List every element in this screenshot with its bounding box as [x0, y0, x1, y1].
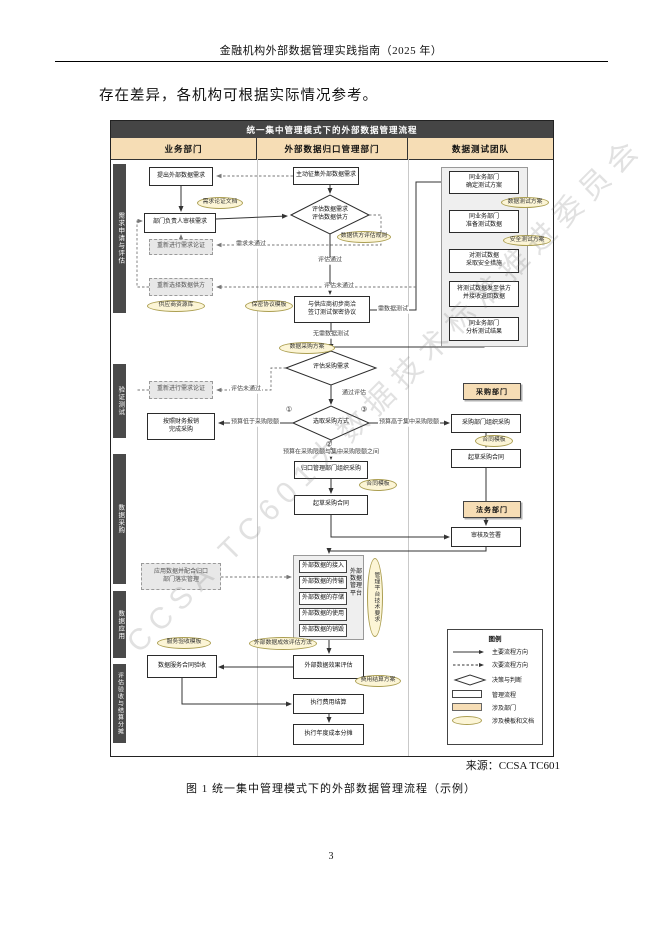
- doc-settlement-plan: 费用结算方案: [355, 675, 401, 687]
- edge-label-eval-pass: 评估通过: [316, 257, 344, 265]
- legend-row-main-flow: 主要流程方向: [452, 647, 538, 656]
- node-secure-test-data: 对测试数据 采取安全措施: [449, 249, 519, 273]
- column-business: 业务部门: [111, 138, 257, 159]
- dashed-arrow-icon: [452, 661, 488, 669]
- platform-item-transfer: 外部数据的传输: [299, 576, 347, 589]
- column-centralized-mgmt: 外部数据归口管理部门: [257, 138, 408, 159]
- node-review-and-sign: 审核及签署: [451, 527, 521, 547]
- legend-row-decision: 决策与判断: [452, 674, 538, 686]
- node-draft-contract-right: 起草采购合同: [451, 449, 521, 468]
- platform-item-usage: 外部数据的使用: [299, 608, 347, 621]
- marker-circle-2: ②: [325, 441, 333, 449]
- node-contract-acceptance: 数据服务合同验收: [147, 655, 217, 678]
- node-reimburse-procure: 按照财务报销 完成采购: [147, 413, 215, 440]
- node-execute-settlement: 执行费用结算: [293, 694, 364, 714]
- column-divider-2: [408, 159, 409, 756]
- flowchart-title: 统一集中管理模式下的外部数据管理流程: [111, 121, 553, 138]
- node-prepare-test-data: 同业务部门 准备测试数据: [449, 210, 519, 233]
- node-redo-justification: 重新进行需求论证: [149, 239, 213, 255]
- legend-row-secondary-flow: 次要流程方向: [452, 660, 538, 669]
- edge-label-no-test: 无需数据测试: [311, 331, 351, 339]
- doc-effect-eval-method: 外部数据成效评估方法: [249, 637, 317, 650]
- edge-label-budget-high: 预算高于集中采购限额: [377, 419, 441, 427]
- node-test-plan-confirm: 同业务部门 确定测试方案: [449, 171, 519, 194]
- node-apply-data: 应用数据并配合归口 部门落实管理: [141, 563, 221, 590]
- edge-label-eval-fail-1: 评估未通过: [322, 283, 356, 291]
- node-reselect-supplier: 重新选择数据供方: [149, 278, 213, 296]
- solid-arrow-icon: [452, 648, 488, 656]
- phase-acceptance-settlement: 评估验收与结算分摊: [113, 664, 126, 743]
- doc-nda-template: 保密协议模板: [245, 300, 293, 312]
- legend-row-department: 涉及部门: [452, 703, 538, 712]
- template-oval-icon: [452, 716, 488, 726]
- edge-label-need-test: 需数据测试: [376, 306, 410, 314]
- node-effect-eval: 外部数据效果评估: [293, 655, 364, 679]
- node-draft-contract-mid: 起草采购合同: [294, 495, 368, 515]
- node-procure-dept-organize: 采购部门组织采购: [451, 414, 521, 433]
- document-header: 金融机构外部数据管理实践指南（2025 年）: [219, 45, 443, 57]
- page-number: 3: [328, 851, 334, 862]
- tag-procurement-dept: 采购部门: [463, 383, 521, 400]
- column-test-team: 数据测试团队: [408, 138, 553, 159]
- doc-platform-requirements: 管理平台技术要求: [367, 558, 383, 637]
- figure-caption: 图 1 统一集中管理模式下的外部数据管理流程（示例）: [186, 783, 476, 795]
- legend-row-process: 管理流程: [452, 690, 538, 699]
- platform-item-access: 外部数据的接入: [299, 560, 347, 573]
- node-propose-demand: 提出外部数据需求: [149, 167, 213, 186]
- phase-data-application: 数据应用: [113, 591, 126, 658]
- node-annual-allocation: 执行年度成本分摊: [293, 724, 364, 745]
- edge-label-eval-fail-2: 评估未通过: [229, 386, 263, 394]
- doc-supplier-eval-rule: 数据供方评估规则: [337, 231, 391, 243]
- column-divider-1: [257, 159, 258, 756]
- source-line: 来源：CCSA TC601: [465, 760, 560, 772]
- doc-contract-template-mid: 合同模板: [359, 479, 397, 491]
- platform-item-storage: 外部数据的存储: [299, 592, 347, 605]
- platform-label: 外部数据管理平台: [349, 569, 362, 597]
- node-leader-review: 部门负责人审核需求: [144, 213, 216, 233]
- marker-circle-3: ③: [360, 406, 368, 414]
- doc-procurement-plan: 数据采购方案: [279, 342, 335, 354]
- flowchart-figure: 统一集中管理模式下的外部数据管理流程 业务部门 外部数据归口管理部门 数据测试团…: [110, 120, 554, 757]
- node-sign-nda: 与供应商初步商洽 签订测试保密协议: [294, 296, 370, 323]
- doc-supplier-library: 供应商资源库: [147, 300, 205, 312]
- node-redo-justification-2: 重新进行需求论证: [149, 381, 213, 399]
- legend-title: 图例: [488, 636, 502, 643]
- phase-demand-eval: 需求申请与评估: [113, 164, 126, 313]
- doc-security-test-plan: 安全测试方案: [503, 235, 551, 246]
- doc-contract-template-right: 合同模板: [475, 435, 513, 447]
- tag-legal-dept: 法务部门: [463, 501, 521, 518]
- phase-data-procurement: 数据采购: [113, 454, 126, 584]
- decision-eval-demand: 评估数据需求 评估数据供方: [311, 206, 348, 221]
- node-collect-demand: 主动征集外部数据需求: [293, 167, 359, 185]
- doc-acceptance-template: 服务验收模板: [157, 637, 211, 649]
- phase-verification-test: 验证测试: [113, 364, 126, 438]
- intro-paragraph: 存在差异，各机构可根据实际情况参考。: [99, 88, 378, 104]
- header-rule: [55, 61, 608, 62]
- edge-label-procure-pass: 通过评估: [340, 390, 368, 398]
- column-header-row: 业务部门 外部数据归口管理部门 数据测试团队: [111, 138, 553, 160]
- legend-row-template-doc: 涉及模板和文档: [452, 716, 538, 726]
- doc-justification: 需求论证文档: [197, 197, 243, 209]
- department-rect-icon: [452, 703, 488, 712]
- edge-label-budget-mid: 预算在采购限额与集中采购限额之间: [281, 449, 381, 457]
- node-send-receive-data: 将测试数据发至供方 并接收返回数据: [449, 281, 519, 307]
- flow-arrows-layer: [136, 173, 489, 723]
- doc-test-plan: 数据测试方案: [501, 197, 549, 208]
- decision-choose-method: 选取采购方式: [312, 419, 349, 426]
- legend-box: 图例 主要流程方向 次要流程方向 决策与判断: [447, 629, 543, 745]
- node-analyze-results: 同业务部门 分析测试结果: [449, 317, 519, 341]
- decision-eval-procurement: 评估采购需求: [312, 364, 349, 371]
- marker-circle-1: ①: [285, 406, 293, 414]
- platform-item-destroy: 外部数据的销毁: [299, 624, 347, 637]
- diamond-icon: [452, 674, 488, 686]
- edge-label-budget-low: 预算低于采购限额: [229, 419, 281, 427]
- edge-label-demand-fail: 需求未通过: [234, 241, 268, 249]
- process-rect-icon: [452, 690, 488, 699]
- node-centralized-procure: 归口管理部门组织采购: [294, 461, 368, 479]
